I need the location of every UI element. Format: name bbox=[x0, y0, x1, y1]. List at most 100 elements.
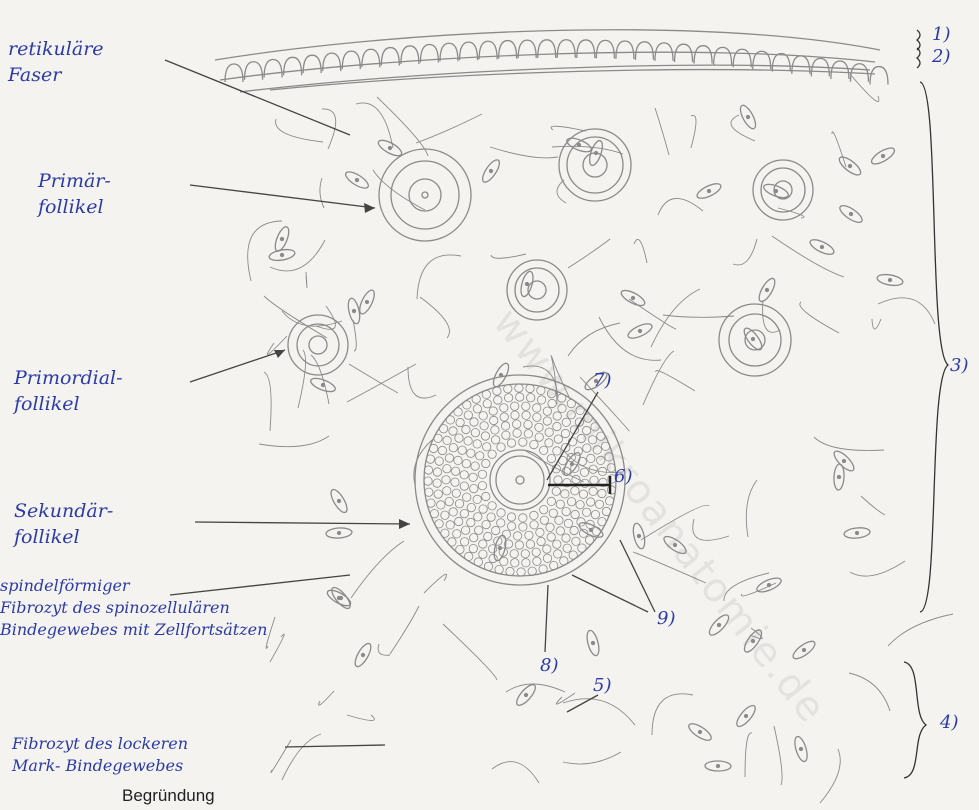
reticular-fiber bbox=[270, 634, 284, 662]
granulosa-cell bbox=[560, 557, 568, 565]
reticular-fiber bbox=[563, 752, 621, 764]
granulosa-cell bbox=[476, 452, 484, 460]
granulosa-cell bbox=[500, 557, 508, 565]
granulosa-cell bbox=[590, 476, 598, 484]
granulosa-cell bbox=[564, 519, 572, 527]
reticular-fiber bbox=[378, 644, 390, 655]
granulosa-cell bbox=[483, 400, 491, 408]
granulosa-cell bbox=[577, 434, 585, 442]
reticular-fiber bbox=[872, 319, 881, 329]
granulosa-cell bbox=[530, 511, 538, 519]
follicle-c bbox=[753, 160, 813, 220]
label-number-8: 8) bbox=[540, 655, 558, 676]
granulosa-cell bbox=[524, 430, 532, 438]
reticular-fiber bbox=[774, 726, 782, 785]
reticular-fiber bbox=[491, 254, 526, 258]
fibrocyte bbox=[833, 464, 844, 490]
reticular-fiber bbox=[563, 699, 635, 725]
reticular-fiber bbox=[814, 437, 884, 450]
fibrocytes bbox=[268, 103, 903, 771]
granulosa-cell bbox=[547, 389, 555, 397]
fibrocyte bbox=[791, 638, 818, 661]
granulosa-cell bbox=[526, 384, 534, 392]
primary-follicle bbox=[379, 149, 471, 241]
reticular-fiber bbox=[745, 733, 752, 777]
epithelial-cell bbox=[714, 47, 732, 65]
granulosa-cell bbox=[550, 561, 558, 569]
granulosa-cell bbox=[500, 413, 508, 421]
reticular-fiber bbox=[634, 239, 647, 263]
reticular-fiber bbox=[377, 97, 428, 156]
granulosa-cell bbox=[455, 500, 463, 508]
granulosa-cell bbox=[470, 418, 478, 426]
granulosa-cell bbox=[540, 446, 548, 454]
reticular-fiber bbox=[633, 552, 706, 583]
granulosa-cell bbox=[488, 450, 496, 458]
reticular-fiber bbox=[492, 762, 539, 783]
granulosa-cell bbox=[517, 568, 525, 576]
granulosa-cell bbox=[427, 499, 435, 507]
reticular-fiber bbox=[306, 272, 307, 288]
fibrocyte bbox=[705, 761, 731, 771]
fibrocyte bbox=[844, 527, 871, 540]
footer-caption: Begründung bbox=[122, 786, 215, 806]
reticular-fiber bbox=[643, 351, 674, 405]
brace-group bbox=[904, 30, 948, 778]
reticular-fiber bbox=[551, 126, 586, 131]
reticular-fiber bbox=[259, 436, 329, 447]
reticular-fiber bbox=[832, 132, 846, 167]
granulosa-cell bbox=[510, 550, 518, 558]
granulosa-cell bbox=[438, 446, 446, 454]
granulosa-cell bbox=[537, 396, 545, 404]
granulosa-cell bbox=[470, 534, 478, 542]
granulosa-cell bbox=[543, 545, 551, 553]
granulosa-cell bbox=[511, 411, 519, 419]
granulosa-cell bbox=[474, 513, 482, 521]
granulosa-cell bbox=[448, 538, 456, 546]
granulosa-cell bbox=[574, 447, 582, 455]
granulosa-cell bbox=[443, 465, 451, 473]
epithelial-cell bbox=[616, 41, 634, 59]
granulosa-cell bbox=[479, 505, 487, 513]
reticular-fiber bbox=[568, 239, 610, 268]
granulosa-cell bbox=[430, 510, 438, 518]
granulosa-cell bbox=[435, 457, 443, 465]
granulosa-cell bbox=[567, 399, 575, 407]
granulosa-cell bbox=[519, 438, 527, 446]
granulosa-cell bbox=[597, 456, 605, 464]
granulosa-cell bbox=[524, 420, 532, 428]
granulosa-cell bbox=[553, 412, 561, 420]
granulosa-cell bbox=[519, 523, 527, 531]
reticular-fiber bbox=[490, 147, 558, 158]
reticular-fiber bbox=[800, 302, 839, 333]
label-primordialfollikel: Primordial- follikel bbox=[14, 365, 123, 417]
granulosa-cell bbox=[602, 507, 610, 515]
granulosa-cell bbox=[585, 536, 593, 544]
reticular-fiber bbox=[390, 606, 419, 654]
granulosa-cell bbox=[530, 521, 538, 529]
fibrocyte bbox=[706, 612, 731, 638]
fibrocyte bbox=[808, 237, 836, 257]
granulosa-cell bbox=[455, 434, 463, 442]
granulosa-cell bbox=[455, 517, 463, 525]
granulosa-cell bbox=[479, 550, 487, 558]
fibrocyte bbox=[352, 641, 374, 669]
granulosa-cell bbox=[504, 385, 512, 393]
reticular-fiber bbox=[424, 574, 447, 593]
granulosa-cell bbox=[543, 407, 551, 415]
granulosa-cell bbox=[593, 446, 601, 454]
granulosa-cell bbox=[556, 500, 564, 508]
granulosa-cell bbox=[433, 479, 441, 487]
granulosa-cell bbox=[441, 529, 449, 537]
granulosa-cell bbox=[571, 487, 579, 495]
label-spindelfoermiger-fibrozyt: spindelförmiger Fibrozyt des spinozellul… bbox=[0, 575, 267, 641]
fibrocyte bbox=[329, 585, 353, 611]
granulosa-cell bbox=[500, 404, 508, 412]
granulosa-cell bbox=[502, 431, 510, 439]
granulosa-cell bbox=[598, 489, 606, 497]
granulosa-cell bbox=[576, 406, 584, 414]
reticular-fiber bbox=[443, 624, 497, 680]
granulosa-cell bbox=[433, 468, 441, 476]
granulosa-cell bbox=[445, 454, 453, 462]
granulosa-cell bbox=[478, 482, 486, 490]
